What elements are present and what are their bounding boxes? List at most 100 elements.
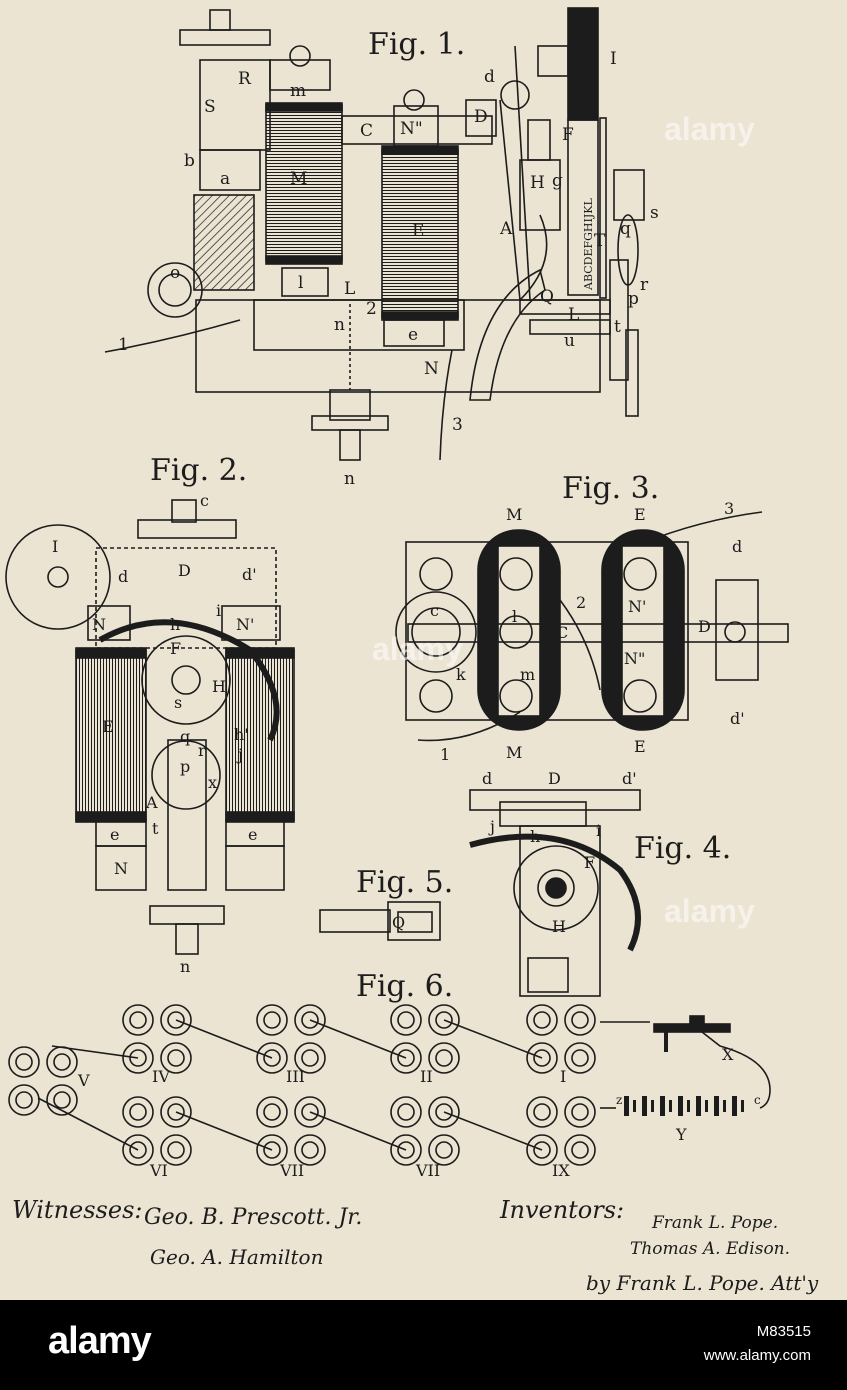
wire — [38, 1098, 138, 1150]
label-d: d — [732, 537, 742, 556]
label-C: C — [556, 623, 568, 642]
label-m: m — [290, 81, 306, 101]
label-H: H — [530, 173, 545, 193]
figure-4 — [470, 790, 640, 996]
inventor-1-signature: Frank L. Pope. — [651, 1213, 778, 1233]
label-A: A — [499, 219, 513, 239]
label-E: E — [102, 717, 114, 736]
label-g: g — [552, 171, 563, 191]
label-VII: VII — [279, 1161, 304, 1180]
label-C: C — [360, 121, 373, 141]
stock-footer: alamy M83515 www.alamy.com — [0, 1300, 847, 1390]
label-u: u — [564, 331, 575, 351]
figure-1 — [105, 8, 644, 460]
label-s: s — [650, 203, 659, 223]
fig5-part-labels: Q — [392, 913, 405, 932]
label-e: e — [110, 825, 119, 844]
patent-drawing: Fig. 1. Fig. 2. Fig. 3. Fig. 4. Fig. 5. … — [0, 0, 847, 1300]
relay-coil-group — [9, 1047, 77, 1115]
alamy-logo: alamy — [48, 1320, 151, 1363]
label-k: k — [456, 665, 466, 684]
battery-cell — [696, 1096, 701, 1116]
label-D: D — [698, 617, 711, 636]
watermark-text: alamy — [372, 631, 463, 667]
label-I: I — [52, 537, 58, 556]
battery-cell — [678, 1096, 683, 1116]
label-X: X — [722, 1045, 734, 1064]
fig2-title: Fig. 2. — [150, 453, 247, 488]
label-d: d — [482, 769, 492, 788]
witnesses-label: Witnesses: — [12, 1196, 142, 1224]
figure-5 — [320, 902, 440, 940]
battery-cell — [687, 1100, 690, 1112]
label-IX: IX — [552, 1161, 570, 1180]
label-q: q — [620, 219, 631, 239]
fig3-part-labels: M E 3 d c l 2 N' C D k m N" 1 M E d' — [430, 499, 745, 764]
relay-coil-group — [391, 1097, 459, 1165]
label-I: I — [560, 1067, 566, 1086]
label-2: 2 — [576, 593, 586, 612]
label-E-top: E — [634, 505, 646, 524]
relay-coil-group — [257, 1005, 325, 1073]
figure-6 — [9, 1005, 770, 1165]
battery-cell — [741, 1100, 744, 1112]
battery-cell — [732, 1096, 737, 1116]
label-x: x — [208, 773, 217, 792]
label-c: c — [430, 601, 439, 620]
label-b: b — [184, 151, 195, 171]
label-1: 1 — [118, 335, 129, 355]
image-id: M83515 — [704, 1320, 811, 1344]
witness-1-signature: Geo. B. Prescott. Jr. — [144, 1205, 362, 1230]
label-M: M — [290, 169, 307, 189]
label-N: N — [92, 615, 106, 634]
relay-coil-group — [123, 1005, 191, 1073]
label-A: A — [145, 793, 158, 812]
label-c: c — [200, 491, 209, 510]
label-F: F — [584, 853, 595, 872]
label-I: I — [610, 49, 617, 69]
fig5-title: Fig. 5. — [356, 865, 453, 900]
patent-sheet: Fig. 1. Fig. 2. Fig. 3. Fig. 4. Fig. 5. … — [0, 0, 847, 1300]
fig3-title: Fig. 3. — [562, 471, 659, 506]
label-h: h — [530, 827, 540, 846]
image-info: M83515 www.alamy.com — [704, 1320, 811, 1368]
label-D: D — [548, 769, 561, 788]
figure-3 — [396, 512, 788, 740]
label-H: H — [212, 677, 226, 696]
label-IV: IV — [152, 1067, 170, 1086]
battery-cell — [669, 1100, 672, 1112]
label-N-double-prime: N" — [400, 119, 423, 139]
battery-cell — [642, 1096, 647, 1116]
label-o: o — [170, 263, 180, 283]
fig6-title: Fig. 6. — [356, 969, 453, 1004]
label-N-prime: N' — [628, 597, 646, 616]
label-N-lower: N — [114, 859, 128, 878]
label-d-prime: d' — [730, 709, 745, 728]
label-S: S — [204, 97, 216, 117]
battery-cell — [705, 1100, 708, 1112]
label-II: II — [420, 1067, 433, 1086]
fig4-part-labels: d D d' j h i F H — [482, 769, 637, 936]
label-e: e — [408, 325, 418, 345]
relay-coil-group — [527, 1005, 595, 1073]
label-F: F — [170, 639, 181, 658]
label-N: N — [424, 359, 439, 379]
label-l: l — [298, 273, 303, 293]
label-h: h — [170, 615, 180, 634]
label-j: j — [488, 817, 495, 836]
label-s: s — [174, 693, 182, 712]
label-L-lower: L — [568, 305, 579, 325]
label-p: p — [628, 289, 639, 309]
label-Y: Y — [675, 1125, 687, 1144]
label-V: V — [77, 1071, 90, 1090]
label-t: t — [152, 819, 159, 838]
label-r: r — [198, 741, 206, 760]
watermark-text: alamy — [664, 893, 755, 929]
label-m: m — [520, 665, 535, 684]
label-i: i — [216, 601, 221, 620]
watermark-text: alamy — [664, 111, 755, 147]
label-d: d — [118, 567, 128, 586]
label-t: t — [614, 317, 621, 337]
label-D: D — [178, 561, 191, 580]
inventor-2-signature: Thomas A. Edison. — [630, 1239, 790, 1259]
